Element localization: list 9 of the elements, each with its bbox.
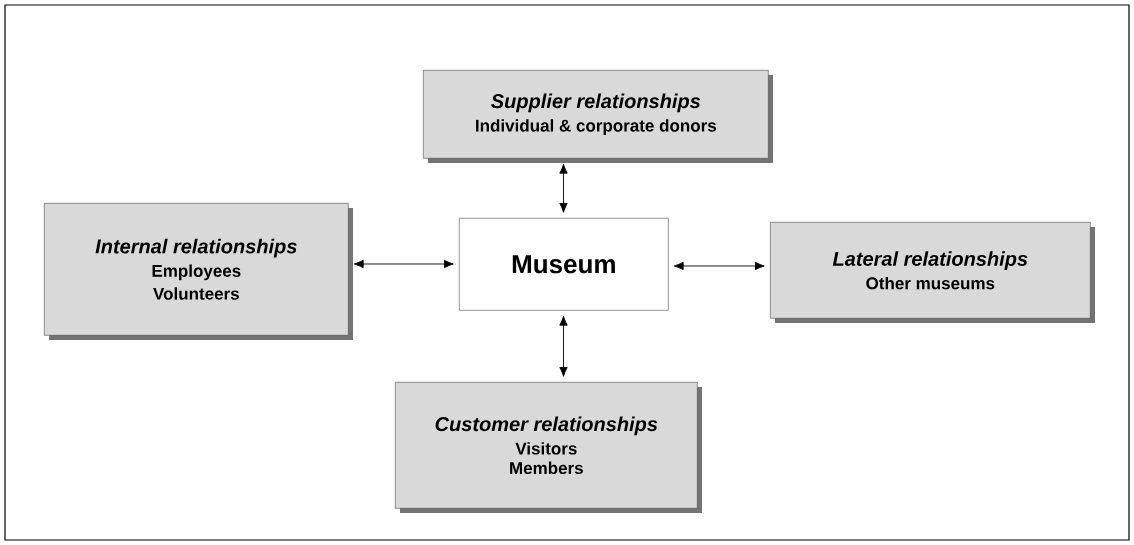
arrow [353, 259, 454, 269]
relationship-box: Supplier relationships Individual & corporate donors [423, 70, 773, 163]
arrow [559, 163, 568, 213]
relationship-box: Customer relationships Visitors Members [395, 382, 702, 513]
arrow [559, 315, 568, 377]
relationship-box: Lateral relationships Other museums [770, 222, 1095, 323]
relationship-box: Internal relationships Employees Volunteers [44, 203, 353, 340]
museum-box: Museum [459, 218, 669, 311]
arrow [673, 261, 765, 271]
